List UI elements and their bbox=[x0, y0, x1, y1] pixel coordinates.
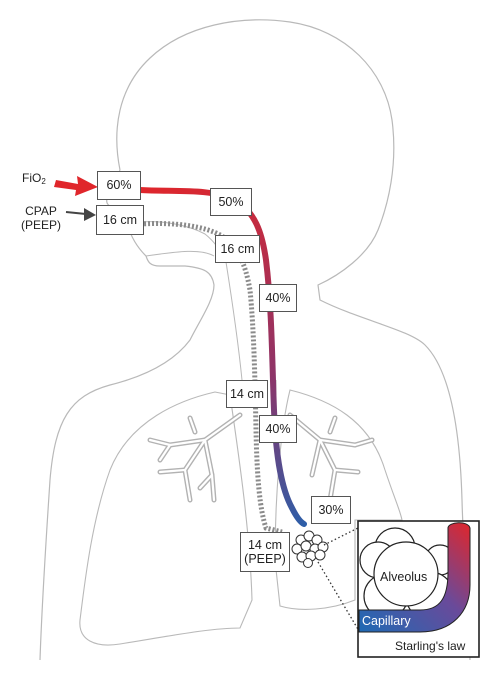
fio2-label-sub: 2 bbox=[41, 177, 46, 186]
right-bronchi-inner bbox=[288, 413, 374, 502]
oxygen-40-upper-text: 40% bbox=[265, 290, 291, 305]
cpap-label-line2: (PEEP) bbox=[20, 218, 61, 233]
fio2-60-box: 60% bbox=[97, 171, 141, 200]
oxygen-50-box: 50% bbox=[210, 188, 252, 216]
inset-alveoli bbox=[359, 527, 456, 621]
pressure-16-throat-text: 16 cm bbox=[220, 241, 255, 256]
fio2-60-text: 60% bbox=[106, 178, 132, 193]
oxygen-40-lower-text: 40% bbox=[265, 421, 291, 436]
mouth-cavity bbox=[145, 250, 215, 257]
alveolus-label: Alveolus bbox=[380, 570, 428, 584]
oxygen-50-text: 50% bbox=[218, 194, 244, 209]
oxygen-30-text: 30% bbox=[318, 502, 344, 517]
head-outline bbox=[116, 19, 471, 661]
pressure-16-throat-box: 16 cm bbox=[215, 235, 260, 263]
pressure-14-peep-line2: (PEEP) bbox=[244, 552, 286, 566]
pressure-14-peep-line1: 14 cm bbox=[247, 537, 283, 552]
fio2-label: FiO2 bbox=[22, 171, 46, 187]
pressure-16-nose-text: 16 cm bbox=[102, 212, 138, 227]
alveoli-cluster bbox=[291, 530, 329, 568]
fio2-label-text: FiO bbox=[22, 171, 42, 185]
starling-label: Starling's law bbox=[395, 639, 466, 653]
pressure-14-peep-box: 14 cm (PEEP) bbox=[240, 532, 290, 572]
oxygen-40-upper-box: 40% bbox=[259, 284, 297, 312]
pressure-14-chest-box: 14 cm bbox=[226, 380, 268, 408]
zoom-line-upper bbox=[323, 525, 363, 546]
pressure-16-nose-box: 16 cm bbox=[96, 205, 144, 235]
oxygen-30-box: 30% bbox=[311, 496, 351, 524]
right-lung-outline bbox=[274, 389, 403, 610]
cpap-arrow-shaft bbox=[65, 211, 87, 215]
cpap-label: CPAP (PEEP) bbox=[18, 204, 64, 233]
cpap-arrow-head bbox=[84, 208, 96, 221]
left-lung-outline bbox=[79, 391, 253, 646]
cpap-label-line1: CPAP bbox=[25, 204, 57, 218]
fio2-arrow bbox=[54, 176, 98, 196]
neck-left bbox=[225, 261, 243, 381]
left-bronchi-inner bbox=[148, 413, 242, 502]
pressure-14-chest-text: 14 cm bbox=[229, 386, 265, 401]
capillary-vessel bbox=[358, 522, 471, 633]
capillary-label: Capillary bbox=[362, 614, 411, 628]
oxygen-40-lower-box: 40% bbox=[259, 415, 297, 443]
pressure-path bbox=[139, 221, 283, 535]
